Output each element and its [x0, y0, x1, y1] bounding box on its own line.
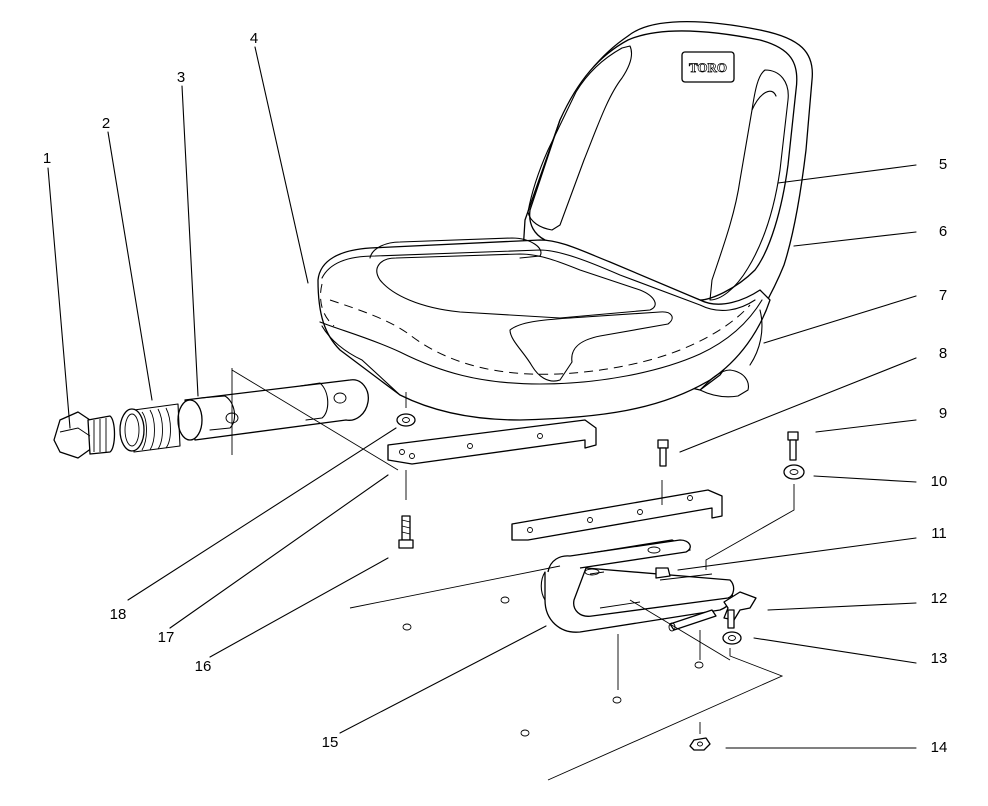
callout-3: 3 — [177, 69, 185, 86]
lower-bracket — [511, 431, 805, 570]
callout-11: 11 — [931, 525, 947, 542]
callout-8: 8 — [939, 345, 947, 362]
logo-plate — [681, 51, 735, 83]
toro-logo: TORO — [689, 60, 727, 75]
spring — [119, 403, 181, 453]
callout-16: 16 — [195, 658, 212, 675]
callout-6: 6 — [939, 223, 947, 240]
leader-lines — [47, 46, 917, 749]
callouts: 1 2 3 4 5 6 7 8 9 10 11 12 13 14 15 16 1… — [43, 30, 948, 756]
callout-2: 2 — [102, 115, 110, 132]
washer-18 — [396, 413, 416, 427]
callout-10: 10 — [931, 473, 948, 490]
callout-7: 7 — [939, 287, 947, 304]
callout-1: 1 — [43, 150, 51, 167]
callout-18: 18 — [110, 606, 127, 623]
callout-12: 12 — [931, 590, 948, 607]
callout-14: 14 — [931, 739, 948, 756]
seat-bracket — [387, 419, 597, 465]
callout-13: 13 — [931, 650, 948, 667]
callout-9: 9 — [939, 405, 947, 422]
frame-holes — [402, 596, 711, 751]
callout-4: 4 — [250, 30, 258, 47]
cap-knob — [53, 411, 116, 459]
slide-rail — [349, 539, 784, 781]
callout-15: 15 — [322, 734, 339, 751]
callout-5: 5 — [939, 156, 947, 173]
spring-tube-assembly — [53, 368, 407, 500]
hardware-left — [396, 413, 416, 549]
callout-17: 17 — [158, 629, 175, 646]
seat: TORO — [317, 21, 814, 421]
